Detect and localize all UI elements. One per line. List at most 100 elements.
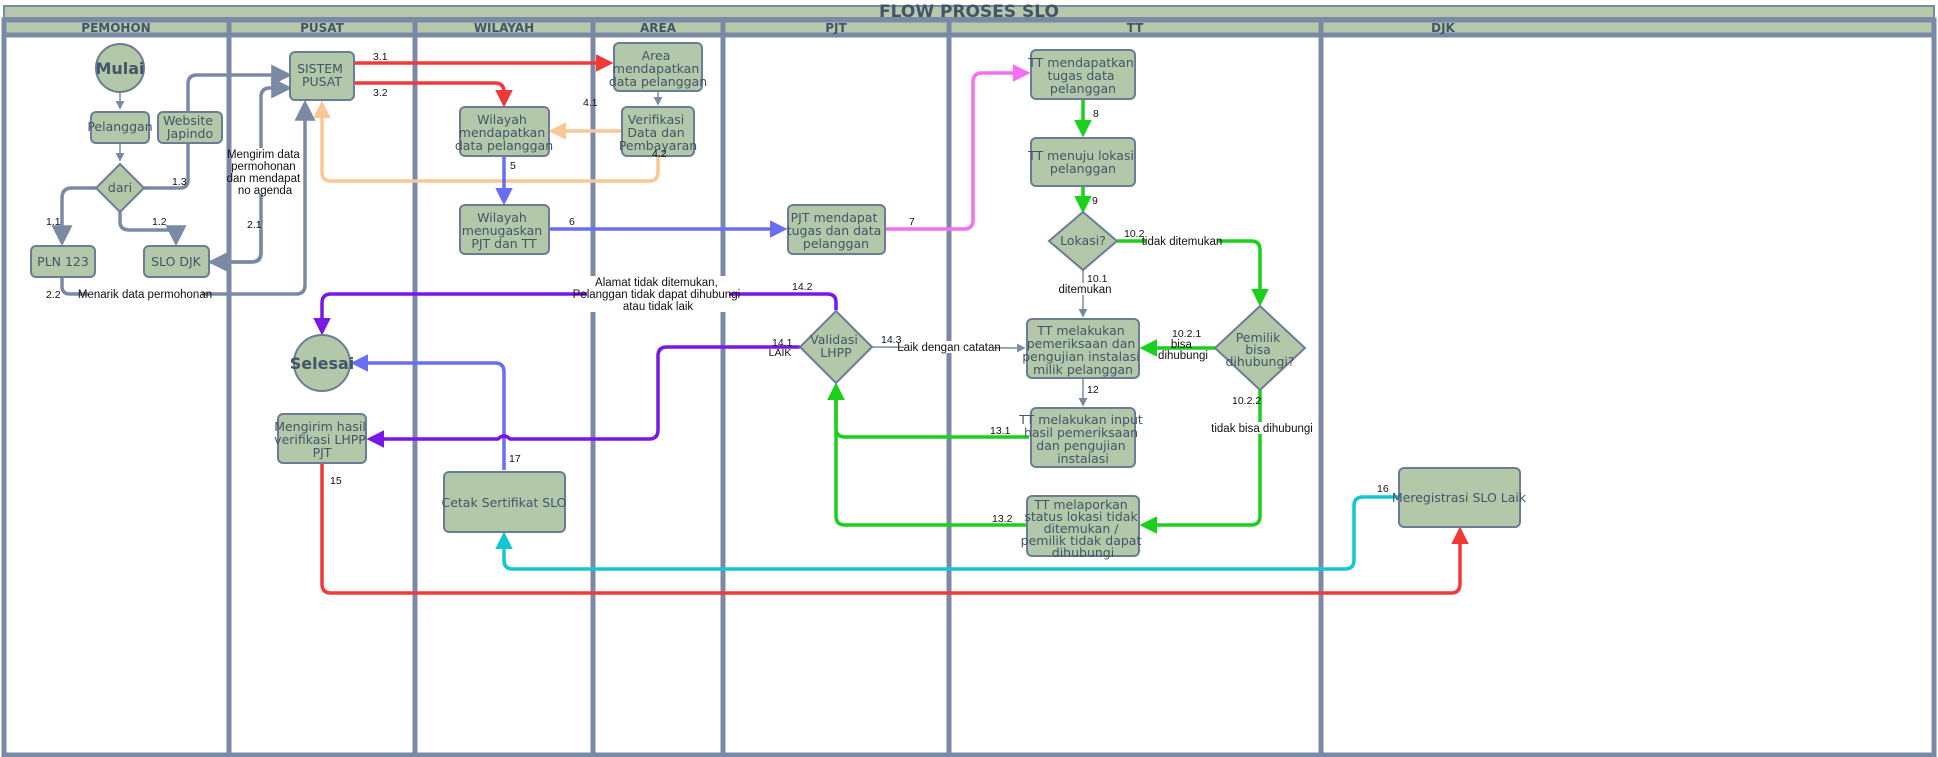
mengirim-line: dan mendapat: [227, 173, 301, 185]
svg-text:PJT mendapat tugas dan d: PJT mendapat tugas dan data pelanggan: [787, 210, 886, 251]
node-tt3-line: milik pelanggan: [1033, 362, 1133, 377]
node-wil1-line: mendapatkan: [459, 125, 545, 140]
lane-header-wilayah: WILAYAH: [474, 21, 534, 35]
edge-num-1-3: 1.3: [172, 176, 187, 188]
node-tt1-line: pelanggan: [1050, 81, 1116, 96]
node-cetak-sertifikat: Cetak Sertifikat SLO: [441, 471, 567, 533]
node-tt4-line: instalasi: [1057, 451, 1109, 466]
node-tt5-line: TT melaporkan: [1033, 497, 1127, 512]
edge-num-10-2-2: 10.2.2: [1232, 395, 1261, 407]
node-djk-registrasi: Meregistrasi SLO Laik: [1392, 467, 1527, 528]
alamat-line: Pelanggan tidak dapat dihubungi: [573, 289, 741, 301]
node-wil2-line: Wilayah: [477, 210, 527, 225]
node-verif-line: Verifikasi: [628, 112, 684, 127]
node-dari-label: dari: [108, 180, 132, 195]
node-tt-melaporkan: TT melaporkan status lokasi tidak ditemu…: [1021, 495, 1146, 560]
edge-num-14-1: 14.1: [772, 337, 793, 349]
node-mulai: Mulai: [95, 43, 145, 93]
node-pjt1-line: PJT mendapat: [791, 210, 878, 225]
mengirim-line: Mengirim data: [227, 149, 300, 161]
edge-num-1-1: 1.1: [46, 216, 61, 228]
node-website-line: Japindo: [166, 126, 213, 141]
edge-text-bisa: bisa dihubungi: [1158, 339, 1208, 362]
node-wil1-line: data pelanggan: [455, 138, 553, 153]
lane-header-pjt: PJT: [825, 21, 847, 35]
edge-num-9: 9: [1092, 195, 1098, 207]
svg-text:SISTEM PUSAT: SISTEM PUSAT: [297, 61, 347, 89]
edge-text-tidak-bisa: tidak bisa dihubungi: [1211, 422, 1313, 435]
node-tt3-line: pengujian instalasi: [1022, 349, 1140, 364]
tidak-bisa-label: tidak bisa dihubungi: [1211, 423, 1313, 435]
node-validasi-line: LHPP: [820, 345, 852, 360]
node-pemilik-line: dihubungi?: [1225, 354, 1294, 369]
node-pemilik: Pemilik bisa dihubungi?: [1213, 304, 1307, 392]
svg-text:Wilayah mendapatkan: Wilayah mendapatkan data pelanggan: [455, 112, 553, 153]
node-mulai-label: Mulai: [95, 59, 144, 78]
node-verif-line: Pembayaran: [619, 138, 697, 153]
edge-num-10-1: 10.1: [1087, 273, 1108, 285]
edge-num-10-2: 10.2: [1124, 228, 1145, 240]
lane-tt: TT: [946, 17, 1324, 757]
edge-num-7: 7: [909, 216, 915, 228]
node-dari: dari: [94, 162, 146, 214]
node-area1-line: mendapatkan: [613, 61, 699, 76]
node-tt-input-hasil: TT melakukan input hasil pemeriksaan dan…: [1018, 407, 1147, 468]
edge-1022: [1139, 390, 1262, 534]
node-tt1-line: TT mendapatkan: [1027, 55, 1134, 70]
edge-15: [320, 464, 1469, 595]
node-pjt1-line: tugas dan data: [787, 223, 882, 238]
edge-num-5: 5: [510, 160, 516, 172]
edge-num-4-2: 4.2: [652, 148, 667, 160]
svg-text:TT melaporkan status lok: TT melaporkan status lokasi tidak ditemu…: [1021, 497, 1146, 560]
svg-text:TT menuju lokasi pelangg: TT menuju lokasi pelanggan: [1027, 148, 1138, 176]
node-area1-line: Area: [642, 48, 671, 63]
node-cetak-label: Cetak Sertifikat SLO: [441, 495, 566, 510]
edge-numbers: 1.1 1.2 1.3 2.1 2.2 3.1 3.2 4.1 4.2 5 6 …: [46, 51, 1389, 525]
edge-num-15: 15: [330, 475, 342, 487]
lane-header-pusat: PUSAT: [300, 21, 345, 35]
node-tt-mendapatkan: TT mendapatkan tugas data pelanggan: [1027, 49, 1136, 100]
node-validasi-line: Validasi: [810, 332, 858, 347]
node-selesai: Selesai: [290, 334, 355, 392]
edge-102: [1117, 239, 1269, 307]
edge-text-tidak-ditemukan: tidak ditemukan: [1142, 235, 1222, 248]
diagram-title: FLOW PROSES SLO: [879, 2, 1059, 22]
ditemukan-label: ditemukan: [1058, 284, 1111, 296]
lane-header-area: AREA: [640, 21, 677, 35]
edge-num-12: 12: [1087, 384, 1099, 396]
edge-num-16: 16: [1377, 483, 1389, 495]
svg-text:Wilayah menugaskan: Wilayah menugaskan PJT dan TT: [462, 210, 546, 251]
node-verifikasi: Verifikasi Data dan Pembayaran: [619, 106, 697, 157]
node-tt3-line: pemeriksaan dan: [1027, 336, 1136, 351]
node-slodjk: SLO DJK: [143, 245, 210, 278]
edge-132: [827, 382, 1026, 527]
edge-num-3-2: 3.2: [373, 87, 388, 99]
edge-num-2-2: 2.2: [46, 289, 61, 301]
alamat-line: Alamat tidak ditemukan,: [595, 277, 718, 289]
edge-17: [350, 354, 506, 470]
edge-num-13-2: 13.2: [992, 513, 1013, 525]
svg-text:Verifikasi Data dan: Verifikasi Data dan Pembayaran: [619, 112, 697, 153]
node-pelanggan-label: Pelanggan: [87, 119, 152, 134]
node-area-mendapatkan: Area mendapatkan data pelanggan: [609, 42, 707, 92]
node-wil2-line: menugaskan: [462, 223, 542, 238]
edge-num-17: 17: [509, 453, 521, 465]
node-pemilik-line: bisa: [1245, 342, 1271, 357]
node-selesai-label: Selesai: [290, 354, 355, 373]
node-pjt-mendapat: PJT mendapat tugas dan data pelanggan: [787, 204, 886, 255]
node-tt-menuju-lokasi: TT menuju lokasi pelanggan: [1027, 137, 1138, 187]
node-tt5-line: pemilik tidak dapat: [1021, 533, 1142, 548]
node-pjt1-line: pelanggan: [803, 236, 869, 251]
svg-text:TT melakukan input hasil: TT melakukan input hasil pemeriksaan dan…: [1018, 412, 1147, 466]
lane-djk: DJK: [1318, 17, 1937, 757]
edge-num-13-1: 13.1: [990, 425, 1011, 437]
node-tt4-line: hasil pemeriksaan: [1024, 425, 1138, 440]
node-kirimhasil-line: PJT: [313, 445, 332, 460]
node-sistem-pusat: SISTEM PUSAT: [289, 51, 355, 101]
bisa-line: dihubungi: [1158, 350, 1208, 362]
mengirim-line: permohonan: [231, 161, 296, 173]
edge-text-laik-catatan: Laik dengan catatan: [897, 341, 1001, 354]
edge-num-2-1: 2.1: [247, 219, 262, 231]
node-website: Website Japindo: [157, 111, 223, 144]
